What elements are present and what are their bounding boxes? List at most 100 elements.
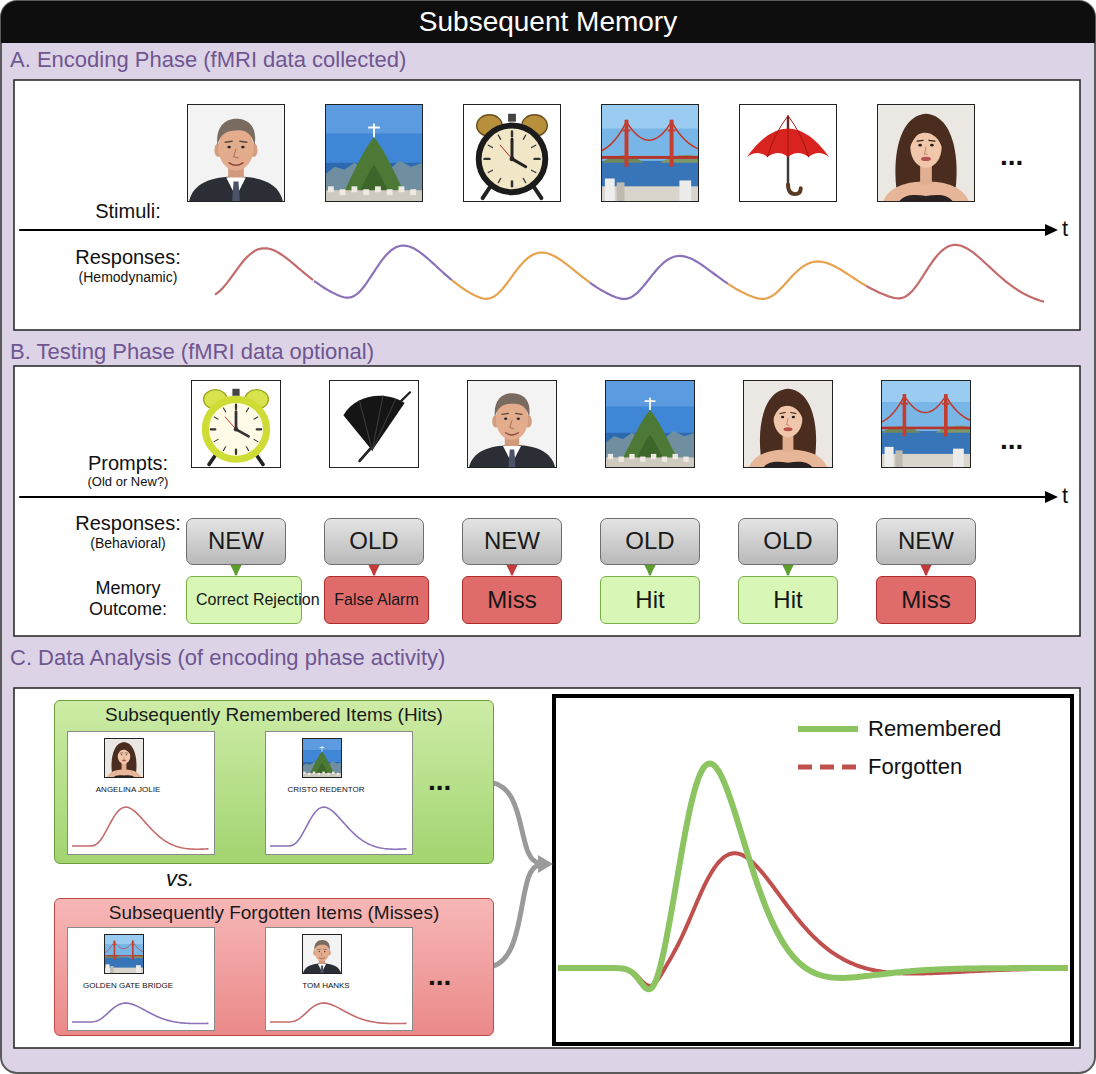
item-card: TOM HANKS	[265, 927, 413, 1031]
legend-line-sample	[798, 765, 858, 770]
card-response-curve	[72, 999, 210, 1026]
stimulus-photo-part	[189, 177, 283, 202]
item-thumbnail-photo-part	[104, 941, 144, 953]
item-thumbnail-photo-part	[308, 773, 310, 775]
stimulus-photo-part	[899, 195, 954, 202]
prompt-photo-part	[329, 380, 419, 468]
prompt-photo-part	[246, 408, 248, 412]
stimulus-photo	[187, 104, 285, 202]
stimulus-photo-part	[601, 104, 699, 202]
ellipsis: ...	[428, 960, 451, 992]
stimulus-photo-part	[240, 141, 247, 143]
card-curve-line	[270, 807, 407, 849]
stimulus-photo-part	[234, 149, 238, 158]
prompt-photo-part	[944, 394, 948, 436]
stimulus-photo-part	[500, 145, 512, 159]
prompt-photo-part	[748, 450, 827, 468]
stimulus-photo-part	[625, 120, 629, 167]
panel-content-box	[14, 80, 1080, 330]
stimulus-photo-part	[325, 104, 423, 202]
prompt-photo-part	[673, 454, 678, 459]
stimulus-photo-frame	[739, 104, 837, 202]
item-thumbnail-photo-part	[324, 951, 325, 952]
card-name: TOM HANKS	[272, 976, 380, 995]
merge-arrows-part	[486, 782, 540, 863]
legend-text: Forgotten	[868, 754, 962, 780]
stimulus-photo-part	[921, 157, 931, 161]
stimulus-photo-part	[523, 135, 525, 139]
row-sublabel: (Old or New?)	[63, 475, 193, 490]
prompt-photo-frame	[191, 380, 281, 468]
prompt-photo-part	[254, 439, 258, 441]
outcome-arrow	[649, 566, 652, 575]
prompt-photo	[605, 380, 695, 468]
stimulus-photo-part	[623, 129, 631, 131]
item-thumbnail-photo-frame	[302, 738, 342, 778]
item-thumbnail-photo-part	[318, 773, 320, 775]
stimulus-photo-part	[187, 104, 285, 202]
outcome-arrow	[787, 566, 790, 575]
versus-label: vs.	[166, 866, 194, 891]
row-label: Responses:	[63, 246, 193, 269]
outcome-box: Correct Rejection	[186, 576, 302, 624]
outcome-text: Hit	[631, 582, 668, 618]
prompt-photo-part	[881, 427, 971, 430]
legend-entry: Remembered	[796, 716, 1001, 742]
prompt-photo-part	[605, 457, 695, 468]
prompt-photo-part	[781, 416, 784, 418]
stimulus-photo-part	[930, 144, 934, 147]
prompt-photo-part	[640, 457, 645, 462]
prompt-photo-part	[683, 457, 688, 462]
prompt-photo-part	[360, 449, 371, 461]
stimulus-photo-part	[488, 170, 492, 172]
stimulus-photo-part	[325, 190, 423, 202]
stimulus-photo-part	[601, 161, 699, 202]
response-text: OLD	[759, 523, 816, 559]
prompt-photo	[881, 380, 971, 468]
item-thumbnail-photo-part	[104, 957, 144, 974]
item-card: ANGELINA JOLIE	[67, 731, 215, 855]
prompt-photo-part	[651, 454, 656, 459]
outcome-text: Miss	[483, 582, 540, 618]
stimulus-photo-part	[739, 104, 837, 202]
response-button: NEW	[462, 518, 562, 565]
prompt-photo-frame	[881, 380, 971, 468]
prompt-photo-part	[881, 431, 971, 468]
stimulus-photo-frame	[877, 104, 975, 202]
item-thumbnail-photo-part	[121, 754, 122, 755]
item-thumbnail-photo-part	[322, 772, 324, 774]
stimulus-photo-part	[498, 178, 500, 182]
item-thumbnail-photo-part	[110, 966, 113, 974]
prompt-photo-part	[608, 454, 613, 459]
outcome-arrow	[511, 566, 514, 575]
time-axis-part	[20, 496, 1048, 498]
stimulus-photo-frame	[601, 104, 699, 202]
prompt-photo-part	[784, 427, 793, 431]
group-heading: Subsequently Forgotten Items (Misses)	[55, 899, 493, 929]
stimulus-photo-frame	[187, 104, 285, 202]
title-band	[1, 1, 1095, 43]
item-thumbnail-photo-part	[313, 772, 315, 774]
stimulus-photo-part	[511, 131, 513, 136]
prompt-photo-part	[223, 447, 225, 451]
prompt-photo-frame	[329, 380, 419, 468]
item-thumbnail-photo	[302, 738, 342, 778]
prompt-photo-part	[605, 380, 695, 468]
item-thumbnail-photo-part	[320, 966, 323, 974]
item-thumbnail-photo-part	[332, 772, 334, 774]
legend-sample	[796, 757, 860, 777]
prompt-photo-frame	[743, 380, 833, 468]
stimulus-photo-part	[510, 156, 515, 161]
response-button: NEW	[186, 518, 286, 565]
time-axis-part	[1045, 491, 1058, 503]
prompt-photo-part	[953, 449, 964, 468]
item-thumbnail	[104, 934, 144, 974]
legend-line-sample	[798, 726, 858, 732]
prompt-photo-part	[223, 408, 225, 412]
item-card: CRISTO REDENTOR	[265, 731, 413, 855]
phase-panel: A. Encoding Phase (fMRI data collected)	[6, 42, 1084, 334]
item-thumbnail-photo-part	[104, 934, 144, 974]
prompt-photo-part	[649, 398, 651, 410]
